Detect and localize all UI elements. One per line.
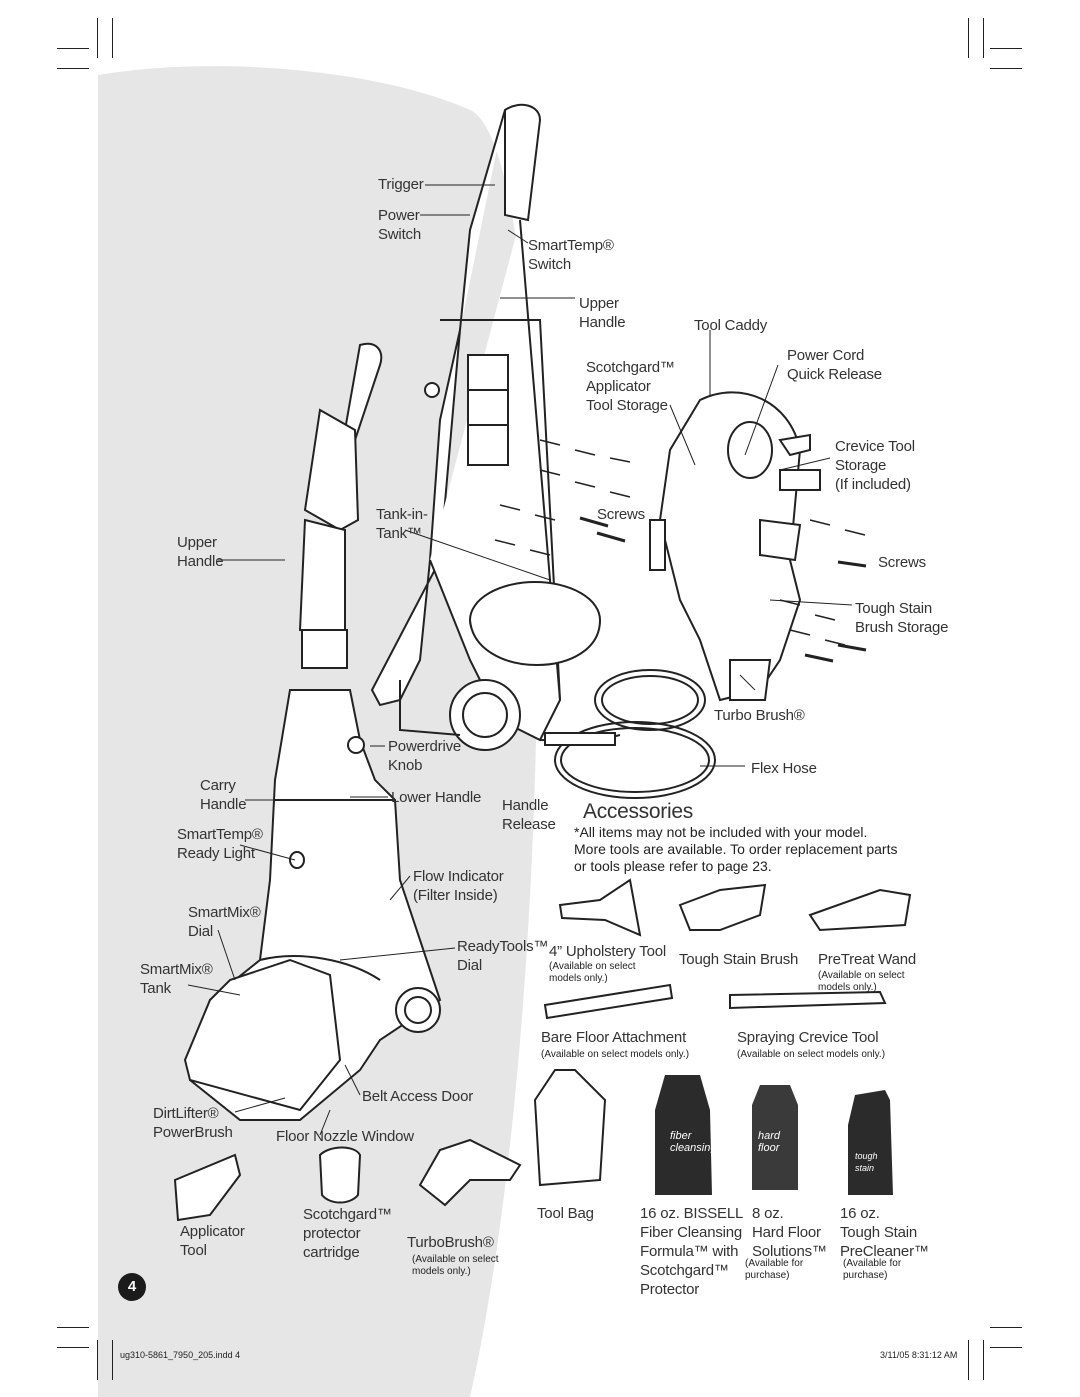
upper-handle-part xyxy=(298,342,383,669)
turbobrush-label: TurboBrush® xyxy=(407,1234,494,1251)
label-scotchgard-storage: Scotchgard™ Applicator Tool Storage xyxy=(586,359,675,414)
label-smartmix-dial: SmartMix® Dial xyxy=(188,904,261,940)
upholstery-tool-drawing xyxy=(558,878,642,937)
precleaner-label: 16 oz. Tough Stain PreCleaner™ xyxy=(840,1205,929,1260)
crop-mark xyxy=(990,48,1022,49)
label-powerdrive-knob: Powerdrive Knob xyxy=(388,738,462,774)
upright-cleaner xyxy=(370,103,621,751)
page-number: 4 xyxy=(118,1273,146,1301)
crop-mark xyxy=(57,1347,89,1348)
turbobrush-availability: (Available on select models only.) xyxy=(412,1254,499,1277)
pretreat-availability: (Available on select models only.) xyxy=(818,970,905,993)
applicator-tool-label: Applicator Tool xyxy=(180,1223,245,1259)
label-smarttemp-switch: SmartTemp® Switch xyxy=(528,237,614,273)
label-flow-indicator: Flow Indicator (Filter Inside) xyxy=(413,868,504,904)
bottle1-label-text: fiber cleansing xyxy=(670,1130,717,1154)
label-screws-center: Screws xyxy=(597,506,645,523)
label-smartmix-tank: SmartMix® Tank xyxy=(140,961,213,997)
crop-mark xyxy=(97,1340,98,1380)
bissell-formula-label: 16 oz. BISSELL Fiber Cleansing Formula™ … xyxy=(640,1205,744,1298)
pretreat-wand-label: PreTreat Wand xyxy=(818,951,916,968)
crop-mark xyxy=(990,68,1022,69)
spraying-crevice-label: Spraying Crevice Tool xyxy=(737,1029,879,1046)
label-lower-handle: Lower Handle xyxy=(391,789,482,806)
flex-hose xyxy=(544,669,716,799)
precleaner-availability: (Available for purchase) xyxy=(843,1258,902,1281)
bottle3-label-text: tough stain xyxy=(855,1151,878,1173)
label-upper-handle-left: Upper Handle xyxy=(177,534,224,570)
crop-mark xyxy=(983,1340,984,1380)
hard-floor-availability: (Available for purchase) xyxy=(745,1258,804,1281)
label-tool-caddy: Tool Caddy xyxy=(694,317,768,334)
footer-timestamp: 3/11/05 8:31:12 AM xyxy=(880,1350,958,1360)
label-crevice-storage: Crevice Tool Storage (If included) xyxy=(835,438,915,493)
label-readytools-dial: ReadyTools™ Dial xyxy=(457,938,549,974)
assembly-dashes xyxy=(494,439,866,646)
label-upper-handle-top: Upper Handle xyxy=(579,295,626,331)
leader-lines xyxy=(187,184,853,1136)
spraying-availability: (Available on select models only.) xyxy=(737,1049,886,1060)
turbobrush-drawing xyxy=(418,1138,522,1207)
label-power-switch: Power Switch xyxy=(378,207,421,243)
crop-mark xyxy=(97,18,98,58)
bare-floor-drawing xyxy=(543,983,674,1020)
label-floor-nozzle: Floor Nozzle Window xyxy=(276,1128,414,1145)
label-handle-release: Handle Release xyxy=(502,797,556,833)
label-screws-right: Screws xyxy=(878,554,926,571)
crop-mark xyxy=(112,18,113,58)
label-tank-in-tank: Tank-in- Tank™ xyxy=(376,506,428,542)
crop-mark xyxy=(112,1340,113,1380)
tool-bag-drawing xyxy=(533,1069,607,1187)
label-trigger: Trigger xyxy=(378,176,424,193)
pretreat-wand-drawing xyxy=(808,888,912,932)
label-dirtlifter: DirtLifter® PowerBrush xyxy=(153,1105,233,1141)
crop-mark xyxy=(990,1347,1022,1348)
screws xyxy=(579,516,867,663)
tool-caddy xyxy=(649,391,821,702)
crop-mark xyxy=(57,48,89,49)
scotchgard-cartridge-label: Scotchgard™ protector cartridge xyxy=(303,1206,392,1261)
scotchgard-cartridge-drawing xyxy=(318,1146,362,1204)
accessory-drawings xyxy=(173,878,912,1222)
crop-mark xyxy=(57,68,89,69)
crop-mark xyxy=(990,1327,1022,1328)
upholstery-tool-label: 4” Upholstery Tool xyxy=(549,943,667,960)
footer-filename: ug310-5861_7950_205.indd 4 xyxy=(120,1350,241,1360)
tough-stain-brush-label: Tough Stain Brush xyxy=(679,951,799,968)
label-power-cord-release: Power Cord Quick Release xyxy=(787,347,882,383)
bottle2-label-text: hard floor xyxy=(758,1130,781,1154)
bare-floor-label: Bare Floor Attachment xyxy=(541,1029,687,1046)
upholstery-availability: (Available on select models only.) xyxy=(549,961,636,984)
crop-mark xyxy=(57,1327,89,1328)
label-smarttemp-light: SmartTemp® Ready Light xyxy=(177,826,263,862)
tool-bag-label: Tool Bag xyxy=(537,1205,594,1222)
label-flex-hose: Flex Hose xyxy=(751,760,817,777)
label-carry-handle: Carry Handle xyxy=(200,777,247,813)
accessories-title: Accessories xyxy=(583,800,693,823)
bare-floor-availability: (Available on select models only.) xyxy=(541,1049,690,1060)
hard-floor-label: 8 oz. Hard Floor Solutions™ xyxy=(752,1205,827,1260)
spraying-crevice-drawing xyxy=(729,990,887,1010)
crop-mark xyxy=(968,18,969,58)
tough-stain-brush-drawing xyxy=(678,883,767,931)
applicator-tool-drawing xyxy=(173,1153,242,1222)
bottle-drawings xyxy=(655,1075,893,1195)
accessories-note: *All items may not be included with your… xyxy=(574,824,898,874)
label-belt-access: Belt Access Door xyxy=(362,1088,474,1105)
crop-mark xyxy=(968,1340,969,1380)
label-turbo-brush: Turbo Brush® xyxy=(714,707,805,724)
label-tough-stain-storage: Tough Stain Brush Storage xyxy=(855,600,949,636)
crop-mark xyxy=(983,18,984,58)
